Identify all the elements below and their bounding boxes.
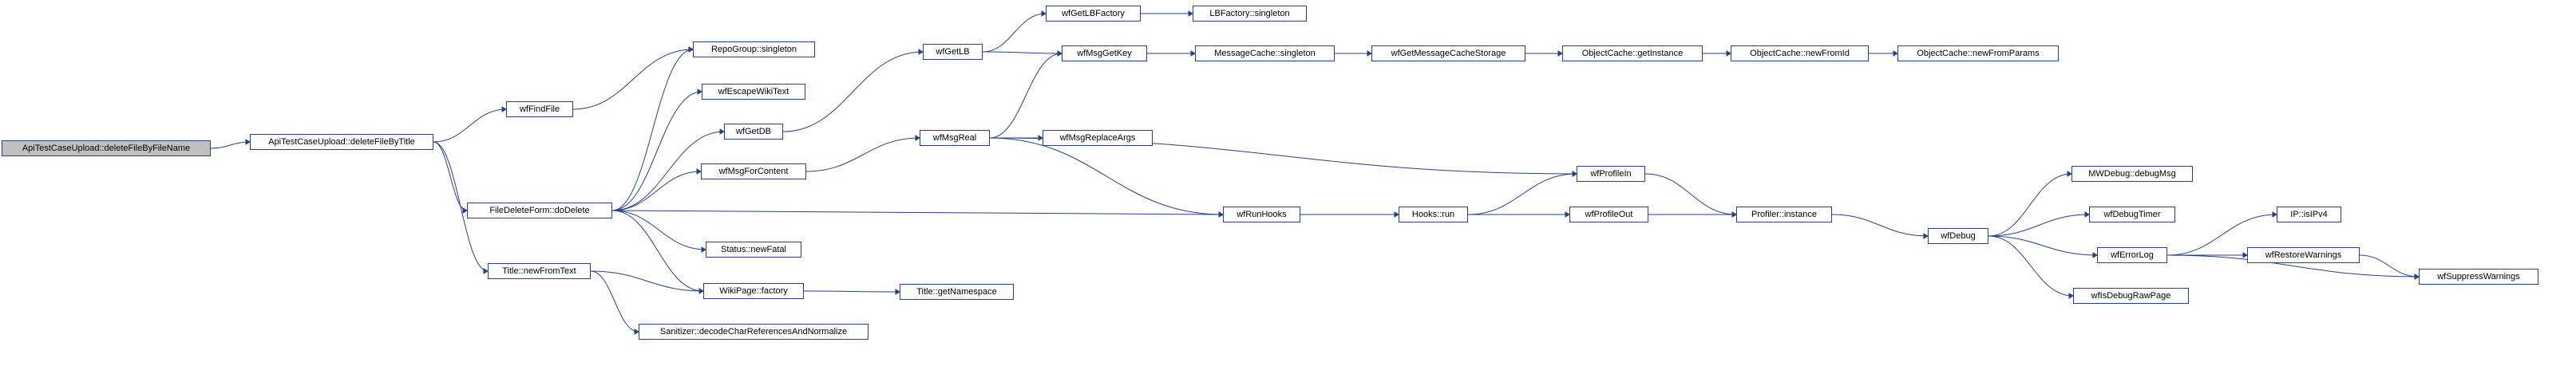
graph-node[interactable]: wfFindFile bbox=[506, 101, 573, 117]
graph-node[interactable]: ObjectCache::newFromParams bbox=[1897, 45, 2059, 61]
graph-node[interactable]: Title::newFromText bbox=[488, 263, 591, 279]
graph-node[interactable]: wfEscapeWikiText bbox=[702, 84, 805, 100]
graph-node[interactable]: ObjectCache::newFromId bbox=[1731, 45, 1869, 61]
graph-node[interactable]: wfGetLBFactory bbox=[1046, 6, 1141, 22]
graph-node[interactable]: RepoGroup::singleton bbox=[693, 41, 815, 57]
graph-node[interactable]: wfMsgReplaceArgs bbox=[1043, 130, 1153, 146]
graph-node[interactable]: wfGetDB bbox=[724, 124, 783, 140]
graph-node[interactable]: Title::getNamespace bbox=[900, 284, 1014, 300]
graph-node[interactable]: LBFactory::singleton bbox=[1193, 6, 1307, 22]
graph-node[interactable]: MWDebug::debugMsg bbox=[2071, 166, 2193, 182]
graph-node[interactable]: wfRestoreWarnings bbox=[2247, 247, 2360, 263]
graph-node[interactable]: WikiPage::factory bbox=[703, 283, 804, 299]
graph-node[interactable]: wfProfileOut bbox=[1569, 207, 1648, 222]
graph-node[interactable]: wfDebugTimer bbox=[2089, 207, 2175, 222]
graph-node[interactable]: wfDebug bbox=[1928, 228, 1988, 244]
graph-node[interactable]: FileDeleteForm::doDelete bbox=[467, 203, 612, 218]
graph-node[interactable]: Profiler::instance bbox=[1736, 207, 1832, 222]
graph-node[interactable]: wfMsgForContent bbox=[701, 163, 806, 179]
graph-node[interactable]: wfMsgReal bbox=[920, 130, 990, 146]
graph-node[interactable]: wfErrorLog bbox=[2097, 247, 2167, 263]
graph-node[interactable]: wfGetLB bbox=[923, 44, 983, 60]
graph-node[interactable]: wfSuppressWarnings bbox=[2419, 269, 2538, 285]
graph-node[interactable]: ApiTestCaseUpload::deleteFileByFileName bbox=[2, 140, 211, 156]
graph-node[interactable]: IP::isIPv4 bbox=[2277, 207, 2341, 222]
graph-node[interactable]: wfMsgGetKey bbox=[1062, 45, 1147, 61]
graph-node[interactable]: wfIsDebugRawPage bbox=[2073, 288, 2189, 304]
graph-node[interactable]: MessageCache::singleton bbox=[1195, 45, 1335, 61]
graph-node[interactable]: ObjectCache::getInstance bbox=[1562, 45, 1703, 61]
graph-node[interactable]: wfProfileIn bbox=[1577, 166, 1645, 182]
graph-node[interactable]: Hooks::run bbox=[1399, 207, 1468, 222]
graph-node[interactable]: Status::newFatal bbox=[706, 242, 801, 258]
graph-node[interactable]: Sanitizer::decodeCharReferencesAndNormal… bbox=[639, 324, 869, 340]
graph-node[interactable]: wfRunHooks bbox=[1223, 207, 1300, 222]
graph-node[interactable]: wfGetMessageCacheStorage bbox=[1371, 45, 1525, 61]
graph-node[interactable]: ApiTestCaseUpload::deleteFileByTitle bbox=[250, 134, 433, 150]
